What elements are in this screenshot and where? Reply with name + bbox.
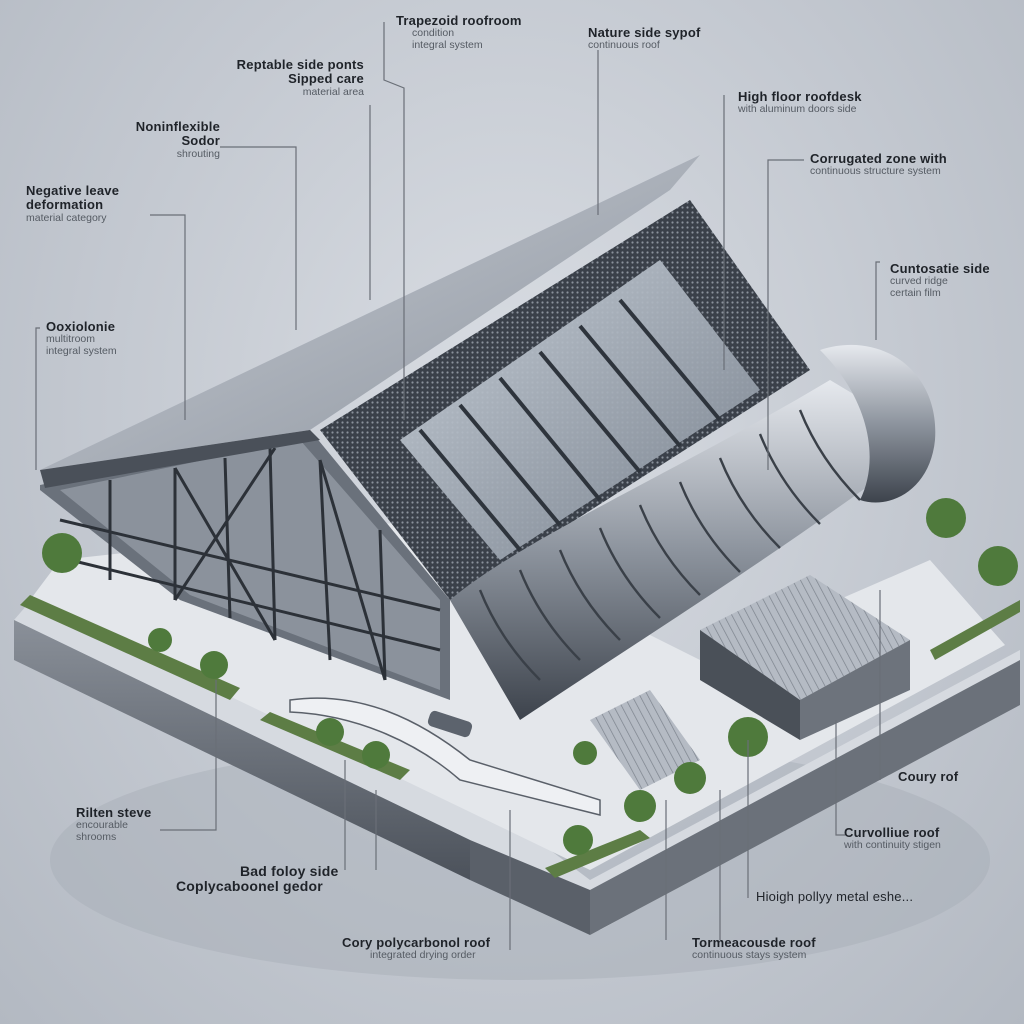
callout-corrugated-zone: Corrugated zone with continuous structur… — [810, 151, 947, 178]
curved-ribbed-roof — [450, 344, 936, 720]
callout-sub: integrated drying order — [370, 949, 476, 962]
lower-annex — [590, 575, 910, 790]
callout-title: Bad foloy side — [240, 863, 339, 879]
callout-sub: continuous roof — [588, 39, 660, 52]
callout-sub: multitroom — [46, 333, 96, 346]
callout-title2: Coplycaboonel gedor — [176, 878, 323, 895]
callout-title: Reptable side ponts — [236, 57, 364, 72]
callout-coury-roof: Coury rof — [898, 769, 959, 784]
callout-sub2: shrooms — [76, 830, 117, 843]
callout-title: Noninflexible Sodor — [135, 119, 220, 149]
callout-sub: continuous stays system — [692, 949, 807, 962]
callout-sub: material category — [26, 211, 107, 224]
callout-noninflexible: Noninflexible Sodor shrouting — [94, 119, 220, 160]
callout-title2: deformation — [26, 197, 104, 213]
callout-high-floor: High floor roofdesk with aluminum doors … — [738, 89, 862, 116]
callout-sub: condition — [412, 27, 455, 40]
callout-high-poly-metal: Hioigh pollyy metal eshe... — [756, 889, 914, 904]
callout-sub: encourable — [76, 819, 128, 832]
entrance-ramp — [289, 697, 601, 816]
callout-bad-foloy-side: Bad foloy side Coplycaboonel gedor — [176, 863, 339, 895]
callout-title: High floor roofdesk — [738, 89, 862, 104]
callout-title: Trapezoid roofroom — [396, 13, 522, 28]
callout-sub: shrouting — [176, 147, 220, 160]
callout-negative-leave: Negative leave deformation material cate… — [26, 183, 120, 224]
glass-bays — [400, 260, 760, 560]
callout-sub: with aluminum doors side — [738, 103, 857, 116]
callout-tormeacousde-roof: Tormeacousde roof continuous stays syste… — [692, 935, 816, 962]
callout-title2: Sipped care — [288, 71, 364, 87]
callout-title: Tormeacousde roof — [692, 935, 816, 950]
callout-title: Curvolliue roof — [844, 825, 940, 840]
trees — [42, 498, 1018, 855]
callout-cuntosatie-side: Cuntosatie side curved ridge certain fil… — [890, 261, 990, 299]
leader-lines — [35, 22, 881, 950]
callout-title: Coury rof — [898, 769, 959, 784]
roof-edge — [40, 430, 320, 488]
callout-sub2: certain film — [890, 286, 941, 299]
callout-title: Cuntosatie side — [890, 261, 990, 276]
callout-nature-side: Nature side sypof continuous roof — [588, 25, 701, 52]
callout-ooxiolonie: Ooxiolonie multitroom integral system — [46, 319, 117, 357]
callout-reptable-side: Reptable side ponts Sipped care material… — [222, 57, 364, 98]
callout-title: Negative leave — [26, 183, 120, 198]
callout-sub2: integral system — [46, 344, 117, 357]
callout-rilten-steve: Rilten steve encourable shrooms — [76, 805, 152, 843]
callout-curvolliue-roof: Curvolliue roof with continuity stigen — [844, 825, 941, 852]
callout-title: Nature side sypof — [588, 25, 701, 40]
callout-sub: continuous structure system — [810, 165, 941, 178]
callout-title: Ooxiolonie — [46, 319, 116, 334]
callout-cory-polycarbonol-roof: Cory polycarbonol roof integrated drying… — [342, 935, 491, 962]
callout-title: Hioigh pollyy metal eshe... — [756, 889, 914, 904]
callout-sub2: integral system — [412, 38, 483, 51]
front-steel-frame — [40, 430, 450, 700]
callout-sub: curved ridge — [890, 275, 948, 288]
callout-title: Corrugated zone with — [810, 151, 947, 166]
left-roof-plane — [40, 155, 700, 470]
callout-sub: material area — [302, 85, 364, 98]
callout-trapezoid-roof: Trapezoid roofroom condition integral sy… — [396, 13, 522, 51]
callout-sub: with continuity stigen — [844, 839, 941, 852]
callout-title: Cory polycarbonol roof — [342, 935, 491, 950]
callout-title: Rilten steve — [76, 805, 152, 820]
